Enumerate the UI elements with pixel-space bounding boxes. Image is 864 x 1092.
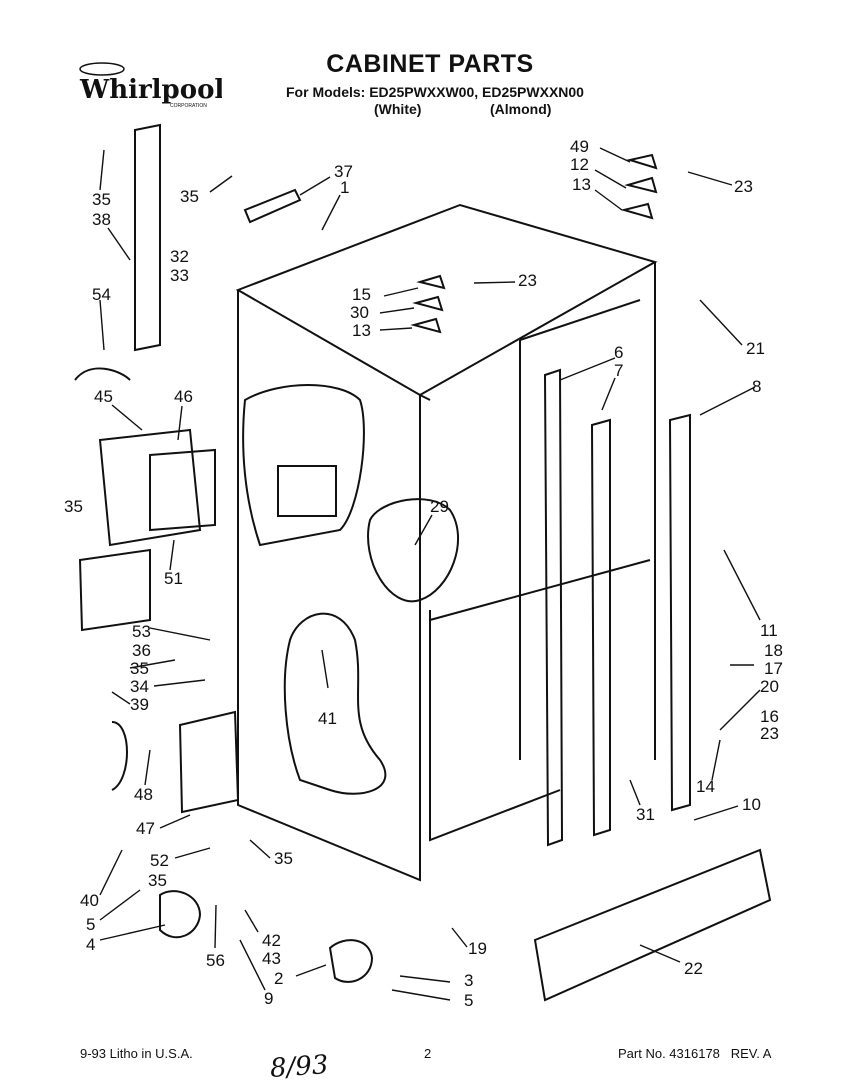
callout-17: 17 [764, 659, 783, 678]
callout-20: 20 [760, 677, 779, 696]
callout-1: 1 [340, 178, 349, 197]
brand-subtext: CORPORATION [170, 103, 207, 109]
callout-3: 3 [464, 971, 473, 990]
callout-35-top: 35 [92, 190, 111, 209]
callout-56: 56 [206, 951, 225, 970]
callout-35-mid: 35 [130, 659, 149, 678]
callout-13-mid: 13 [352, 321, 371, 340]
variant-almond: (Almond) [490, 101, 552, 117]
handwritten-date: 8/93 [269, 1050, 330, 1084]
callout-11: 11 [760, 621, 778, 640]
callout-23-mid: 23 [518, 271, 537, 290]
callout-5-right: 5 [464, 991, 473, 1010]
callout-16: 16 [760, 707, 779, 726]
callout-19: 19 [468, 939, 487, 958]
callout-9: 9 [264, 989, 273, 1008]
callout-31: 31 [636, 805, 655, 824]
variant-white: (White) [374, 101, 422, 117]
callout-6: 6 [614, 343, 623, 362]
callout-34: 34 [130, 677, 149, 696]
callout-23-top: 23 [734, 177, 753, 196]
footer-page-number: 2 [424, 1046, 432, 1061]
callout-29: 29 [430, 497, 449, 516]
callout-4: 4 [86, 935, 95, 954]
callout-22: 22 [684, 959, 703, 978]
callout-30: 30 [350, 303, 369, 322]
callout-51: 51 [164, 569, 183, 588]
callout-41: 41 [318, 709, 337, 728]
callout-38: 38 [92, 210, 111, 229]
callout-18: 18 [764, 641, 783, 660]
callout-48: 48 [134, 785, 153, 804]
callout-33: 33 [170, 266, 189, 285]
page-title: CABINET PARTS [326, 50, 534, 78]
callout-54: 54 [92, 285, 111, 304]
callout-47: 47 [136, 819, 155, 838]
callout-35-lower: 35 [274, 849, 293, 868]
brand-wordmark: Whirlpool [79, 75, 222, 105]
callout-52: 52 [150, 851, 169, 870]
callout-8: 8 [752, 377, 761, 396]
callout-12: 12 [570, 155, 589, 174]
callout-32: 32 [170, 247, 189, 266]
whirlpool-logo: Whirlpool CORPORATION [79, 62, 222, 109]
callout-42: 42 [262, 931, 281, 950]
callout-13-top: 13 [572, 175, 591, 194]
callout-35-left: 35 [64, 497, 83, 516]
callout-2: 2 [274, 969, 283, 988]
callout-46: 46 [174, 387, 193, 406]
callout-37: 37 [334, 162, 353, 181]
footer-litho: 9-93 Litho in U.S.A. [80, 1046, 193, 1061]
models-line: For Models: ED25PWXXW00, ED25PWXXN00 [286, 84, 584, 100]
callout-35-hinge: 35 [180, 187, 199, 206]
callout-5-left: 5 [86, 915, 95, 934]
callout-23-right: 23 [760, 724, 779, 743]
callout-53: 53 [132, 622, 151, 641]
callout-49: 49 [570, 137, 589, 156]
callout-43: 43 [262, 949, 281, 968]
callout-10: 10 [742, 795, 761, 814]
callout-39: 39 [130, 695, 149, 714]
callout-7: 7 [614, 361, 623, 380]
callout-36: 36 [132, 641, 151, 660]
callout-40: 40 [80, 891, 99, 910]
footer-part-number: Part No. 4316178 REV. A [618, 1046, 772, 1061]
callout-35-bottom: 35 [148, 871, 167, 890]
callout-45: 45 [94, 387, 113, 406]
callout-21: 21 [746, 339, 765, 358]
callout-14: 14 [696, 777, 715, 796]
callout-15: 15 [352, 285, 371, 304]
